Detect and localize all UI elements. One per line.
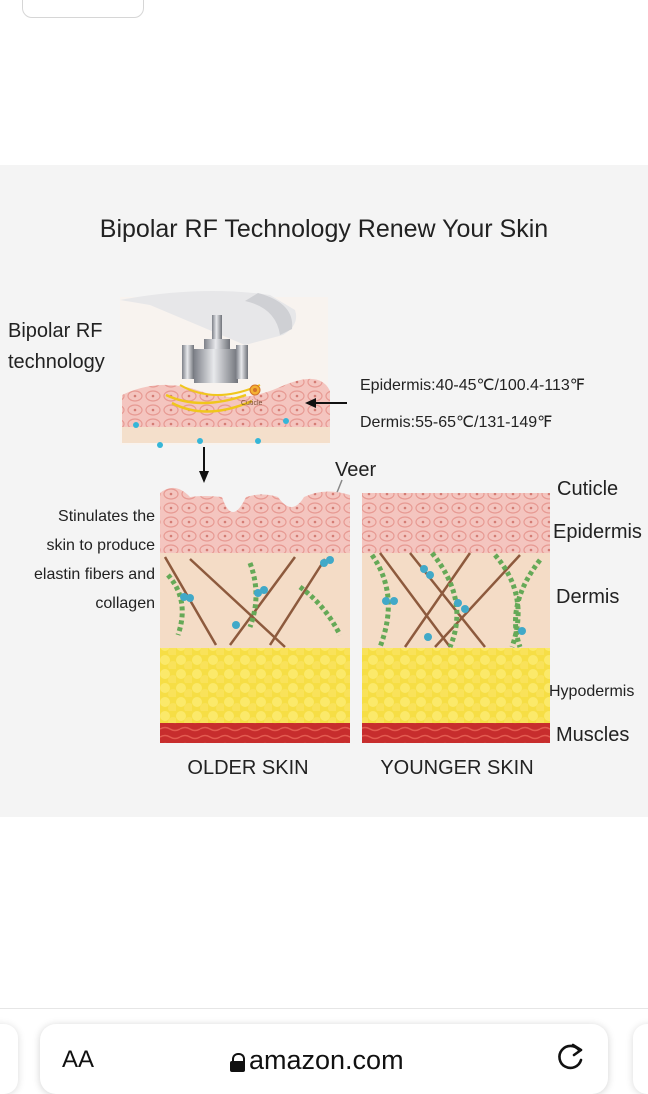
dermis-temperature: Dermis:55-65℃/131-149℉ — [360, 414, 552, 431]
layer-label-hypodermis: Hypodermis — [549, 683, 634, 700]
cuticle-callout: Cuticle — [241, 400, 263, 407]
younger-skin-cross-section — [362, 493, 550, 743]
url-text: amazon.com — [249, 1045, 404, 1075]
older-skin-cross-section — [160, 487, 350, 743]
epidermis-temperature: Epidermis:40-45℃/100.4-113℉ — [360, 377, 585, 394]
left-tab-edge[interactable] — [0, 1024, 18, 1094]
lock-icon — [230, 1052, 245, 1072]
infographic-title: Bipolar RF Technology Renew Your Skin — [100, 215, 548, 243]
stimulates-line-3: elastin fibers and — [34, 566, 155, 583]
older-skin-label: OLDER SKIN — [187, 757, 308, 779]
reload-icon[interactable] — [554, 1040, 588, 1074]
stimulates-line-2: skin to produce — [46, 537, 155, 554]
temperature-arrow-head — [305, 398, 316, 408]
right-tab-edge[interactable] — [633, 1024, 648, 1094]
layer-label-muscles: Muscles — [556, 724, 629, 746]
layer-label-epidermis: Epidermis — [553, 521, 642, 543]
stimulates-line-1: Stinulates the — [58, 508, 155, 525]
rf-device-illustration: Cuticle — [120, 291, 330, 448]
rf-infographic: Bipolar RF Technology Renew Your Skin Bi… — [8, 215, 642, 779]
browser-address-bar[interactable]: AA amazon.com — [40, 1024, 608, 1094]
toolbar-divider — [0, 1008, 648, 1009]
down-arrow-head — [199, 471, 209, 483]
device-label-line1: Bipolar RF — [8, 320, 102, 342]
device-label-line2: technology — [8, 351, 105, 373]
younger-skin-label: YOUNGER SKIN — [380, 757, 533, 779]
layer-label-dermis: Dermis — [556, 586, 619, 608]
stimulates-line-4: collagen — [95, 595, 155, 612]
text-size-button[interactable]: AA — [62, 1046, 94, 1074]
veer-label: Veer — [335, 459, 376, 481]
top-card[interactable] — [22, 0, 144, 18]
layer-label-cuticle: Cuticle — [557, 478, 618, 500]
text-size-label: AA — [62, 1046, 95, 1073]
product-image[interactable]: Bipolar RF Technology Renew Your Skin Bi… — [0, 165, 648, 817]
url-display[interactable]: amazon.com — [230, 1045, 404, 1076]
